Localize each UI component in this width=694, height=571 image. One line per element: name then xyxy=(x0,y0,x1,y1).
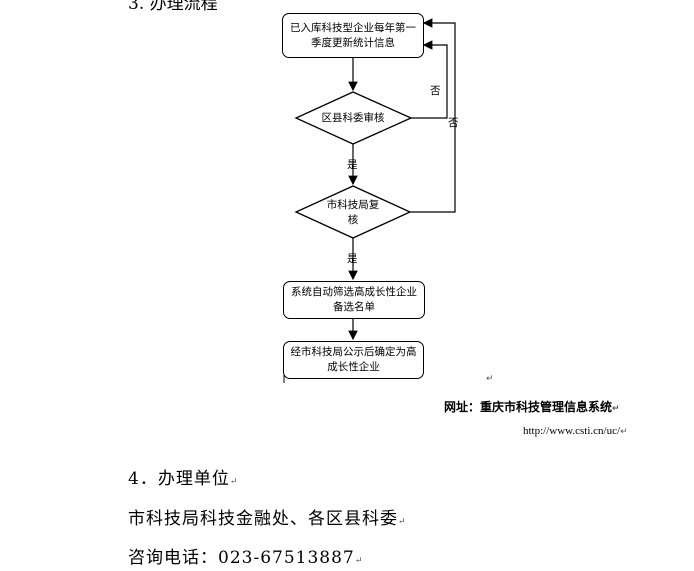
review2-label: 市科技局复核 xyxy=(326,199,380,226)
section-heading: 4．办理单位↵ xyxy=(128,469,239,489)
loop-review2-no xyxy=(410,18,456,213)
responsible-units: 市科技局科技金融处、各区县科委↵ xyxy=(128,509,407,529)
step-final-confirm-text: 经市科技局公示后确定为高成长性企业 xyxy=(290,346,417,373)
step-system-filter-text: 系统自动筛选高成长性企业备选名单 xyxy=(291,286,417,313)
website-url[interactable]: http://www.csti.cn/uc/↵ xyxy=(523,425,628,437)
website-url-text[interactable]: http://www.csti.cn/uc/ xyxy=(523,425,621,437)
loop-review1-no xyxy=(411,40,448,119)
step-update-statistics-text: 已入库科技型企业每年第一季度更新统计信息 xyxy=(290,21,416,49)
step-final-confirm: 经市科技局公示后确定为高成长性企业 xyxy=(283,341,424,379)
step-update-statistics: 已入库科技型企业每年第一季度更新统计信息 xyxy=(282,13,424,58)
website-label: 网址：重庆市科技管理信息系统↵ xyxy=(444,400,620,414)
section-heading-text: 4．办理单位 xyxy=(128,469,230,489)
no-label-2: 否 xyxy=(448,117,459,129)
no-label-1: 否 xyxy=(430,85,441,97)
responsible-units-text: 市科技局科技金融处、各区县科委 xyxy=(128,509,398,529)
previous-section-heading: 3. 办理流程 xyxy=(128,0,218,14)
website-label-text: 网址：重庆市科技管理信息系统 xyxy=(444,400,613,414)
review1-label: 区县科委审核 xyxy=(321,112,385,124)
contact-phone: 咨询电话：023-67513887↵ xyxy=(128,548,364,568)
yes-label-1: 是 xyxy=(347,159,358,171)
yes-label-2: 是 xyxy=(347,253,358,265)
paragraph-mark: ↵ xyxy=(486,374,494,384)
contact-phone-text: 咨询电话：023-67513887 xyxy=(128,548,355,568)
step-system-filter: 系统自动筛选高成长性企业备选名单 xyxy=(283,281,425,319)
